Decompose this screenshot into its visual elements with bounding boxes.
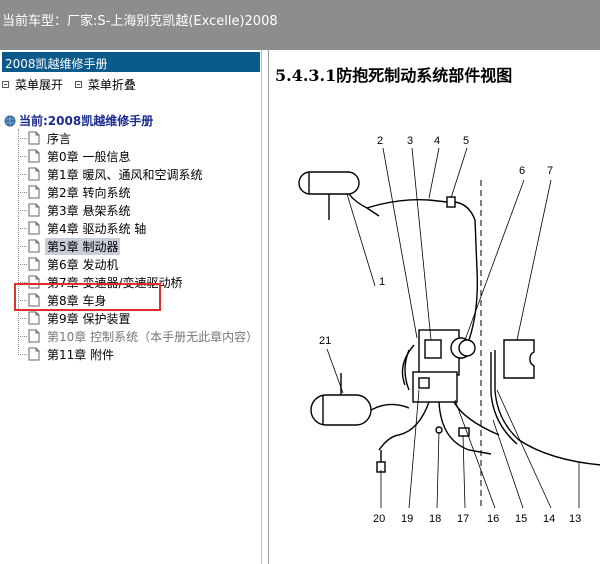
- current-book-node[interactable]: 当前:2008凯越维修手册: [4, 112, 153, 129]
- callout-label: 4: [434, 135, 440, 147]
- tree-item-label: 第1章 暖风、通风和空调系统: [47, 167, 203, 182]
- current-book-label: 当前:2008凯越维修手册: [19, 114, 154, 128]
- tree-connector: [18, 299, 27, 301]
- tree-connector: [18, 335, 27, 337]
- tree-item-chapter-1[interactable]: 第1章 暖风、通风和空调系统: [10, 165, 204, 183]
- collapse-square-icon: [2, 81, 9, 88]
- tree-item-chapter-5[interactable]: 第5章 制动器: [10, 237, 121, 255]
- document-icon: [28, 167, 40, 181]
- title-prefix: 当前车型：: [2, 14, 68, 29]
- tree-item-chapter-8[interactable]: 第8章 车身: [10, 291, 108, 309]
- tree-item-label: 第11章 附件: [47, 347, 115, 362]
- callout-label: 1: [379, 276, 385, 288]
- document-icon: [28, 185, 40, 199]
- vehicle-model: 厂家:S-上海别克凯越(Excelle)2008: [67, 14, 278, 29]
- document-icon: [28, 329, 40, 343]
- callout-leaders: [326, 147, 580, 509]
- document-icon: [28, 257, 40, 271]
- content-pane: 5.4.3.1防抱死制动系统部件视图: [268, 50, 600, 564]
- tree-connector: [18, 191, 27, 193]
- expand-menu-label: 菜单展开: [15, 78, 64, 92]
- callout-label: 19: [401, 513, 413, 525]
- callout-label: 13: [569, 513, 581, 525]
- callout-label: 16: [487, 513, 499, 525]
- document-icon: [28, 293, 40, 307]
- tree-connector: [18, 227, 27, 229]
- callout-label: 7: [547, 165, 553, 177]
- book-title[interactable]: 2008凯越维修手册: [2, 52, 260, 72]
- document-icon: [28, 221, 40, 235]
- callout-label: 17: [457, 513, 469, 525]
- tree-item-chapter-4[interactable]: 第4章 驱动系统 轴: [10, 219, 148, 237]
- tree-item-label: 第3章 悬架系统: [47, 203, 131, 218]
- collapse-menu-label: 菜单折叠: [87, 78, 136, 92]
- callout-label: 18: [429, 513, 441, 525]
- tree-connector: [18, 353, 27, 355]
- tree-item-label: 第10章 控制系统（本手册无此章内容）: [47, 329, 259, 344]
- document-icon: [28, 131, 40, 145]
- collapse-menu-button[interactable]: 菜单折叠: [74, 76, 136, 93]
- callout-label: 21: [319, 335, 331, 347]
- callout-label: 20: [373, 513, 385, 525]
- document-icon: [28, 149, 40, 163]
- tree-connector: [18, 263, 27, 265]
- tree-item-chapter-2[interactable]: 第2章 转向系统: [10, 183, 132, 201]
- globe-icon: [4, 115, 16, 126]
- abs-component-diagram: 1 2 3 4 5 6 7 13 14 15 16 17 18 19 20 21: [298, 135, 600, 525]
- tree-item-label: 第8章 车身: [47, 293, 107, 308]
- tree-item-label: 第6章 发动机: [47, 257, 119, 272]
- tree-item-chapter-10[interactable]: 第10章 控制系统（本手册无此章内容）: [10, 327, 260, 345]
- tree-item-label: 序言: [47, 131, 72, 146]
- tree-connector: [18, 137, 27, 139]
- collapse-square-icon: [74, 81, 82, 88]
- document-icon: [28, 239, 40, 253]
- document-icon: [28, 347, 40, 361]
- tree-item-chapter-6[interactable]: 第6章 发动机: [10, 255, 120, 273]
- callout-label: 5: [463, 135, 469, 147]
- tree-connector: [18, 155, 27, 157]
- tree-item-chapter-7[interactable]: 第7章 变速器/变速驱动桥: [10, 273, 185, 291]
- navigation-pane: 2008凯越维修手册 菜单展开 菜单折叠 当前:2008凯越维修手册 序言 第0: [0, 50, 262, 564]
- tree-item-chapter-3[interactable]: 第3章 悬架系统: [10, 201, 132, 219]
- document-icon: [28, 311, 40, 325]
- tree-item-chapter-0[interactable]: 第0章 一般信息: [10, 147, 132, 165]
- callout-label: 14: [543, 513, 555, 525]
- tree-item-label: 第5章 制动器: [45, 237, 121, 255]
- expand-menu-button[interactable]: 菜单展开: [2, 76, 63, 93]
- tree-connector: [18, 209, 27, 211]
- callout-label: 3: [407, 135, 413, 147]
- tree-item-label: 第2章 转向系统: [47, 185, 131, 200]
- diagram-drawing: [298, 171, 600, 510]
- tree-item-label: 第7章 变速器/变速驱动桥: [47, 275, 183, 290]
- tree-item-label: 第9章 保护装置: [47, 311, 131, 326]
- callout-label: 2: [377, 135, 383, 147]
- callout-label: 15: [515, 513, 527, 525]
- tree-connector-line: [18, 129, 19, 353]
- tree-connector: [18, 317, 27, 319]
- title-bar: 当前车型：厂家:S-上海别克凯越(Excelle)2008: [0, 0, 600, 50]
- tree-item-preface[interactable]: 序言: [10, 129, 73, 147]
- tree-connector: [18, 245, 27, 247]
- document-icon: [28, 275, 40, 289]
- section-title: 5.4.3.1防抱死制动系统部件视图: [275, 66, 513, 85]
- tree-item-chapter-9[interactable]: 第9章 保护装置: [10, 309, 132, 327]
- callout-label: 6: [519, 165, 525, 177]
- document-icon: [28, 203, 40, 217]
- tree-item-label: 第0章 一般信息: [47, 149, 131, 164]
- menu-controls: 菜单展开 菜单折叠: [2, 76, 144, 93]
- tree-item-chapter-11[interactable]: 第11章 附件: [10, 345, 116, 363]
- tree-item-label: 第4章 驱动系统 轴: [47, 221, 147, 236]
- tree-connector: [18, 173, 27, 175]
- tree-connector: [18, 281, 27, 283]
